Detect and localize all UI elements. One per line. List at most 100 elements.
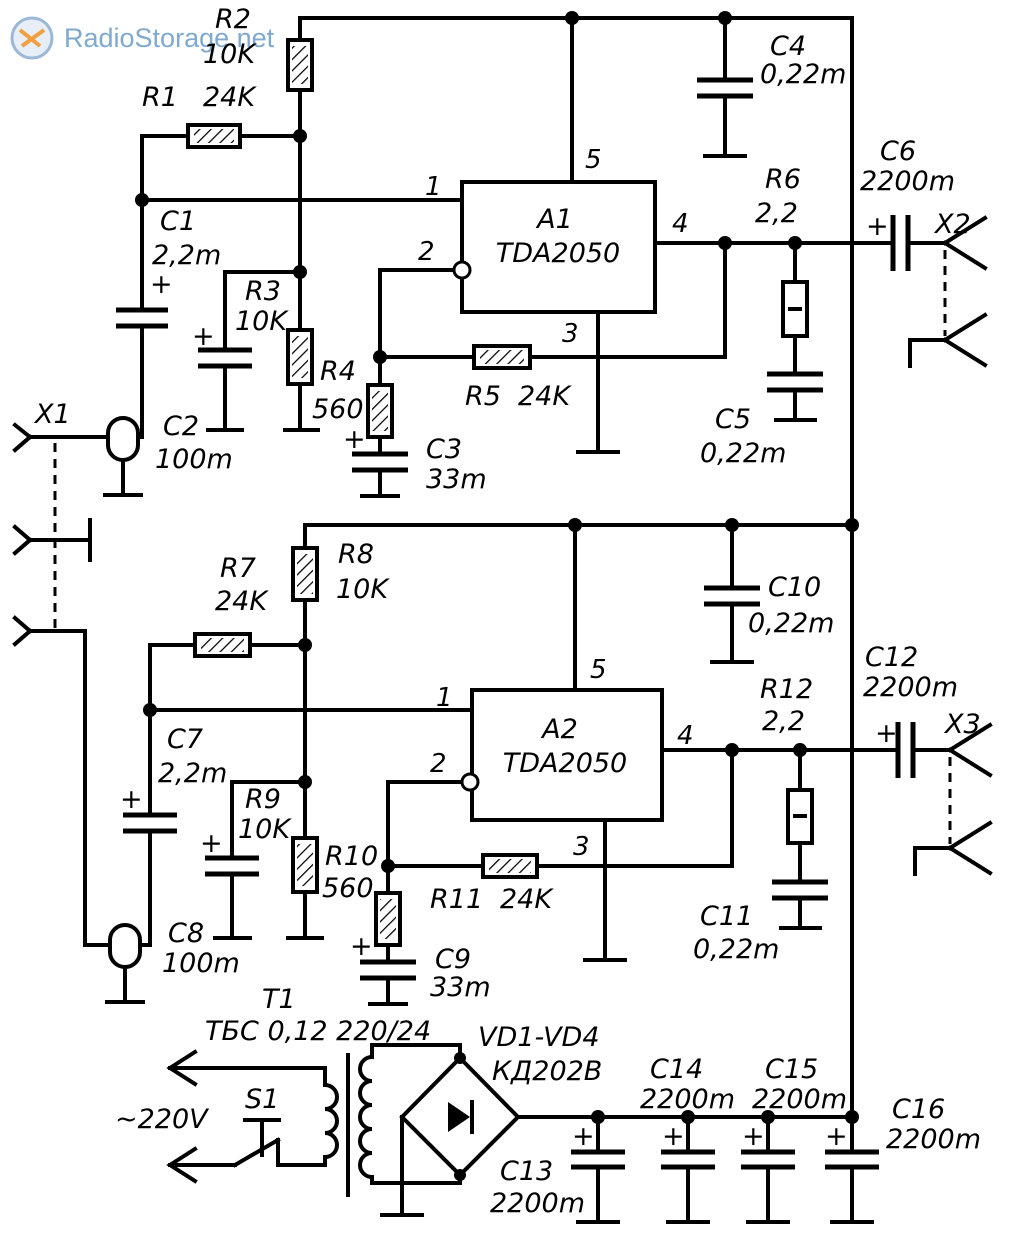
c12-ref: C12 (865, 642, 918, 673)
a2-pin-2: 2 (430, 749, 447, 779)
r11-ref: R11 (430, 884, 483, 915)
c10-value: 0,22m (748, 608, 834, 639)
c7-value: 2,2m (158, 758, 227, 789)
r5-value: 24K (518, 381, 572, 412)
c15-value: 2200m (752, 1084, 847, 1115)
chip-a2-part: TDA2050 (503, 748, 627, 779)
c7-plus: + (120, 784, 143, 815)
c1-plus: + (150, 269, 173, 300)
c7-ref: C7 (167, 724, 203, 755)
a2-pin-4: 4 (677, 721, 694, 751)
chip-a2-name: A2 (540, 714, 578, 745)
chip-a1-part: TDA2050 (496, 238, 620, 269)
a1-pin-2: 2 (418, 237, 435, 267)
capacitors (116, 77, 916, 981)
c11-ref: C11 (700, 901, 753, 932)
c2-value: 100m (155, 444, 233, 475)
c9-ref: C9 (435, 944, 471, 975)
pin-numbers: 1 2 3 4 5 1 2 3 4 5 (418, 145, 694, 862)
switch-s1 (232, 1137, 281, 1168)
x1-label: X1 (33, 399, 71, 430)
transformer-secondary (358, 1054, 375, 1180)
r4-ref: R4 (320, 356, 356, 387)
c6-plus: + (866, 211, 889, 242)
c6-value: 2200m (860, 166, 955, 197)
r9-value: 10K (238, 814, 292, 845)
r11-value: 24K (500, 884, 554, 915)
watermark: RadioStorage.net (10, 16, 275, 60)
a1-pin-3: 3 (562, 319, 579, 349)
c2-ref: C2 (163, 411, 199, 442)
c14-value: 2200m (640, 1084, 735, 1115)
c12-value: 2200m (863, 672, 958, 703)
c16-value: 2200m (886, 1124, 981, 1155)
component-labels: X1 X2 X3 R2 10K R1 24K C1 2,2m R3 10K R4… (33, 4, 981, 1219)
r2-ref: R2 (215, 4, 251, 35)
mains-label: ~220V (115, 1104, 210, 1135)
r8-value: 10K (336, 574, 390, 605)
c3-ref: C3 (426, 434, 462, 465)
c5-value: 0,22m (700, 438, 786, 469)
c16-ref: C16 (892, 1094, 945, 1125)
power-supply (166, 1043, 879, 1224)
c4-ref: C4 (770, 31, 806, 62)
r3-value: 10K (235, 306, 289, 337)
c16-plus: + (825, 1121, 848, 1152)
c3-value: 33m (426, 464, 487, 495)
s1-label: S1 (245, 1084, 279, 1115)
x2-label: X2 (933, 209, 971, 240)
c15-plus: + (742, 1121, 765, 1152)
r1-ref: R1 (142, 82, 178, 113)
a1-pin-1: 1 (425, 172, 442, 202)
transformer-primary (323, 1066, 339, 1167)
chip-a2: A2 TDA2050 (460, 688, 664, 822)
r10-ref: R10 (325, 841, 378, 872)
c8-plus: + (200, 828, 223, 859)
r12-value: 2,2 (762, 706, 805, 737)
r4-value: 560 (312, 394, 364, 425)
watermark-text: RadioStorage.net (64, 23, 275, 53)
c8-value: 100m (162, 948, 240, 979)
a2-pin-5: 5 (590, 655, 607, 685)
c8-ref: C8 (168, 918, 204, 949)
r6-ref: R6 (765, 164, 801, 195)
input-connector-x1 (12, 416, 152, 1004)
c9-plus: + (350, 931, 373, 962)
c13-value: 2200m (490, 1188, 585, 1219)
channel-2-wires (148, 523, 993, 1006)
r7-value: 24K (215, 586, 269, 617)
c9-value: 33m (430, 972, 491, 1003)
polarity-marks: + + + + + + + + + + + + (120, 211, 898, 1152)
c10-ref: C10 (768, 572, 821, 603)
c2-plus: + (192, 321, 215, 352)
r10-value: 560 (322, 873, 374, 904)
c13-plus: + (572, 1121, 595, 1152)
r12-ref: R12 (760, 674, 813, 705)
resistors (186, 38, 814, 947)
bridge-ref: VD1-VD4 (478, 1022, 600, 1053)
c6-ref: C6 (880, 136, 916, 167)
c12-plus: + (875, 718, 898, 749)
c5-ref: C5 (715, 404, 751, 435)
t1-spec: ТБС 0,12 220/24 (205, 1016, 431, 1047)
resistor-r6 (781, 280, 809, 338)
junction-dots (135, 11, 859, 1181)
chip-a1: A1 TDA2050 (452, 180, 657, 314)
c1-ref: C1 (160, 206, 196, 237)
chip-a1-name: A1 (535, 204, 573, 235)
r6-value: 2,2 (755, 198, 798, 229)
c4-value: 0,22m (760, 59, 846, 90)
a1-pin-5: 5 (585, 145, 602, 175)
c1-value: 2,2m (152, 240, 221, 271)
r8-ref: R8 (338, 539, 374, 570)
c3-plus: + (343, 424, 366, 455)
a2-pin-1: 1 (436, 683, 453, 713)
r7-ref: R7 (220, 553, 256, 584)
r5-ref: R5 (465, 381, 501, 412)
r2-value: 10K (203, 39, 257, 70)
c11-value: 0,22m (693, 934, 779, 965)
r3-ref: R3 (245, 276, 281, 307)
a1-pin-4: 4 (672, 209, 689, 239)
r1-value: 24K (203, 82, 257, 113)
